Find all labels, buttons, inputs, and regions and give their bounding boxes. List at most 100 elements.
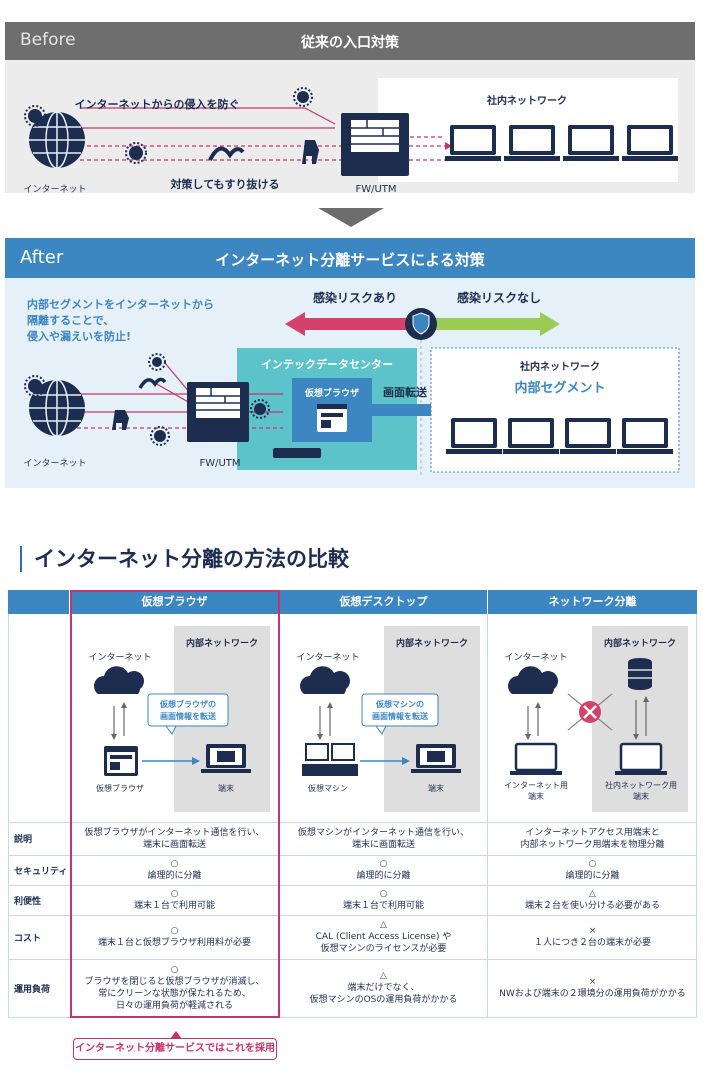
right-device-label: 端末 xyxy=(428,783,444,793)
trojan-horse-icon xyxy=(112,410,129,430)
internal-net-label: 内部ネットワーク xyxy=(186,637,258,649)
blocked-icon xyxy=(579,701,601,723)
before-title: 従来の入口対策 xyxy=(301,35,399,51)
cell-description-browser: 仮想ブラウザがインターネット通信を行い、 端末に画面転送 xyxy=(84,827,265,850)
laptop-icon xyxy=(503,418,559,454)
left-device-label-1: インターネット用 xyxy=(504,781,568,790)
cell-convenience-desktop: ○ 端末１台で利用可能 xyxy=(342,889,424,911)
cell-operation-browser: ○ ブラウザを閉じると仮想ブラウザが消滅し、 常にクリーンな状態が保たれるため、… xyxy=(84,965,265,1011)
column-header-virtual-browser: 仮想ブラウザ xyxy=(70,590,279,614)
laptop-icon xyxy=(411,744,461,773)
callout-line-1: 仮想ブラウザの xyxy=(159,699,216,709)
internal-net-label: 内部ネットワーク xyxy=(604,637,676,649)
cloud-icon xyxy=(508,666,558,694)
rating-mark: △ xyxy=(380,920,387,930)
virus-icon xyxy=(150,426,170,446)
cell-description-network: インターネットアクセス用端末と 内部ネットワーク用端末を物理分離 xyxy=(520,827,665,850)
rating-mark: × xyxy=(588,926,597,936)
worm-icon xyxy=(138,377,167,389)
diagram-virtual-browser: 内部ネットワーク インターネット 仮想ブラウザ 仮想ブラウザの 画面情報を転送 … xyxy=(88,626,270,812)
laptop-icon xyxy=(446,418,502,454)
firewall-icon xyxy=(341,113,409,176)
callout-line-2: 画面情報を転送 xyxy=(372,711,429,721)
laptop-icon xyxy=(615,742,667,775)
laptop-infected-icon xyxy=(504,125,560,161)
server-icon xyxy=(273,448,321,458)
virtual-machine-icon xyxy=(302,743,358,776)
callout-box xyxy=(147,693,229,727)
cell-convenience-network: △ 端末２台を使い分ける必要がある xyxy=(524,889,660,911)
cell-security-network: ○ 論理的に分離 xyxy=(565,859,620,881)
after-header: After インターネット分離サービスによる対策 xyxy=(5,238,695,278)
cell-cost-desktop: △ CAL (Client Access License) や 仮想マシンのライ… xyxy=(315,920,452,954)
after-description-1: 内部セグメントをインターネットから xyxy=(27,297,214,311)
before-internet-label: インターネット xyxy=(23,184,86,193)
cell-convenience-browser: ○ 端末１台で利用可能 xyxy=(133,889,215,911)
browser-window-icon xyxy=(317,404,347,432)
laptop-infected-icon xyxy=(445,125,501,161)
laptop-icon xyxy=(560,418,616,454)
cloud-icon xyxy=(300,666,350,694)
laptop-icon xyxy=(510,742,562,775)
cell-security-desktop: ○ 論理的に分離 xyxy=(356,859,411,881)
left-device-label-2: 端末 xyxy=(528,791,544,801)
laptop-infected-icon xyxy=(563,125,619,161)
before-prevent-label: インターネットからの侵入を防ぐ xyxy=(75,97,240,111)
database-icon xyxy=(628,658,652,690)
screen-transfer-label: 画面転送 xyxy=(383,385,428,399)
cell-operation-desktop: △ 端末だけでなく、 仮想マシンのOSの運用負荷がかかる xyxy=(309,971,458,1005)
globe-icon xyxy=(29,379,85,437)
shield-icon xyxy=(405,308,437,340)
row-label-description: 説明 xyxy=(14,835,33,845)
right-device-label-2: 端末 xyxy=(633,791,649,801)
column-header-virtual-desktop: 仮想デスクトップ xyxy=(280,590,487,614)
firewall-icon xyxy=(187,382,249,442)
before-internal-label: 社内ネットワーク xyxy=(486,94,567,107)
rating-mark: ○ xyxy=(170,859,179,869)
virus-icon xyxy=(148,353,166,371)
rating-mark: ○ xyxy=(379,859,388,869)
laptop-icon xyxy=(617,418,673,454)
right-device-label-1: 社内ネットワーク用 xyxy=(605,780,677,790)
rating-mark: ○ xyxy=(170,965,179,975)
diagram-network-separation: 内部ネットワーク インターネット インターネット用 端末 社内ネットワーク用 xyxy=(504,626,688,812)
before-header: Before 従来の入口対策 xyxy=(5,22,695,60)
before-fw-label: FW/UTM xyxy=(355,184,396,193)
diagram-virtual-desktop: 内部ネットワーク インターネット 仮想マシン 仮想マシンの 画面情報を転送 端末 xyxy=(296,626,480,812)
virtual-browser-label: 仮想ブラウザ xyxy=(304,387,359,399)
before-diagram: 社内ネットワーク インターネット インターネットからの侵入を防ぐ 対策してもすり… xyxy=(23,78,678,193)
rating-mark: ○ xyxy=(588,859,597,869)
internal-net-label: 内部ネットワーク xyxy=(396,637,468,649)
before-panel: Before 従来の入口対策 社内ネットワーク インターネット インターネットか… xyxy=(5,22,695,193)
datacenter-label: インテックデータセンター xyxy=(261,357,393,371)
rating-mark: × xyxy=(588,977,597,987)
callout-box xyxy=(361,693,439,727)
before-tag: Before xyxy=(20,30,76,50)
virus-icon xyxy=(24,375,46,397)
after-description-3: 侵入や漏えいを防止! xyxy=(26,329,131,343)
internet-label: インターネット xyxy=(88,652,151,663)
cell-cost-network: × １人につき２台の端末が必要 xyxy=(533,926,651,948)
laptop-infected-icon xyxy=(622,125,678,161)
adopted-note-badge: インターネット分離サービスではこれを採用 xyxy=(73,1031,277,1060)
cell-cost-browser: ○ 端末１台と仮想ブラウザ利用料が必要 xyxy=(97,926,251,948)
after-internal-label: 社内ネットワーク xyxy=(519,360,600,373)
trojan-horse-icon xyxy=(302,140,319,164)
globe-icon xyxy=(29,111,85,169)
comparison-table: 仮想ブラウザ 仮想デスクトップ ネットワーク分離 内部ネットワーク インターネッ… xyxy=(8,590,697,1018)
row-label-cost: コスト xyxy=(14,933,42,944)
internet-label: インターネット xyxy=(296,652,359,663)
callout-line-2: 画面情報を転送 xyxy=(160,711,217,721)
laptop-icon xyxy=(201,744,251,773)
risk-yes-label: 感染リスクあり xyxy=(313,290,397,305)
worm-icon xyxy=(208,146,245,161)
internet-label: インターネット xyxy=(504,652,567,663)
after-title: インターネット分離サービスによる対策 xyxy=(215,251,485,269)
virus-icon xyxy=(24,105,46,127)
cloud-icon xyxy=(94,666,144,694)
after-fw-label: FW/UTM xyxy=(199,458,240,469)
virus-icon xyxy=(125,142,147,164)
cell-security-browser: ○ 論理的に分離 xyxy=(147,859,202,881)
comparison-heading: インターネット分離の方法の比較 xyxy=(20,546,349,572)
before-bypass-label: 対策してもすり抜ける xyxy=(169,177,279,191)
